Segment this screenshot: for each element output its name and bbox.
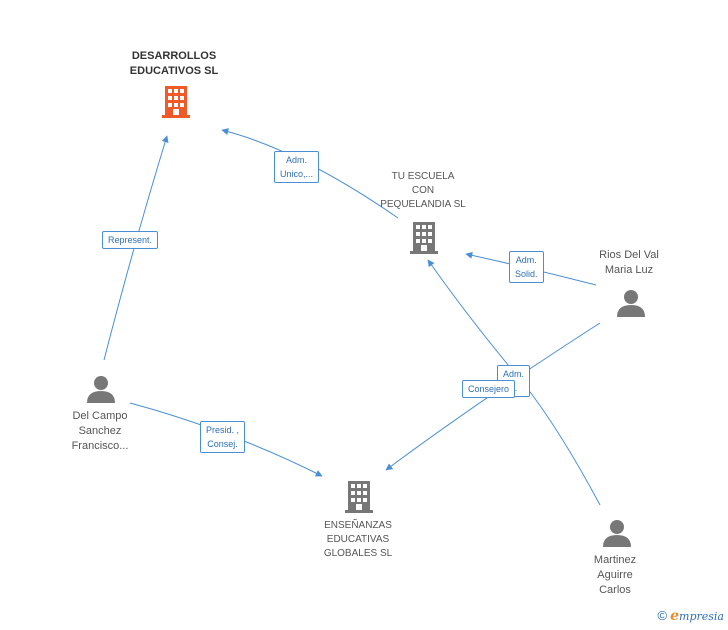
- company-name-tu-escuela[interactable]: TU ESCUELA CON PEQUELANDIA SL: [380, 171, 466, 210]
- person-name-martinez[interactable]: Martinez Aguirre Carlos: [593, 554, 637, 596]
- edge-label-adm-unico[interactable]: Adm. Unico,...: [274, 151, 320, 183]
- building-icon: [345, 481, 373, 513]
- brand-logo-text: mpresia: [679, 610, 724, 623]
- copyright-symbol: ©: [657, 608, 668, 623]
- edge-label-adm-solid[interactable]: Adm. Solid.: [509, 251, 544, 283]
- brand-logo-e: e: [670, 608, 680, 624]
- building-icon: [410, 222, 438, 254]
- person-icon: [617, 290, 645, 317]
- edge-label-consejero[interactable]: Consejero: [462, 380, 516, 398]
- person-name-rios[interactable]: Rios Del Val Maria Luz: [599, 249, 659, 276]
- edge-label-presid-consej[interactable]: Presid. , Consej.: [200, 421, 246, 453]
- company-name-desarrollos[interactable]: DESARROLLOS EDUCATIVOS SL: [129, 50, 219, 77]
- edge-martinez: [523, 383, 601, 506]
- company-name-ensenanzas[interactable]: ENSEÑANZAS EDUCATIVAS GLOBALES SL: [323, 520, 393, 559]
- person-icon: [87, 376, 115, 403]
- building-icon: [162, 86, 190, 118]
- edge-consejero: [385, 322, 601, 471]
- footer-brand: © empresia: [657, 608, 724, 624]
- brand-logo: empresia: [670, 608, 724, 624]
- edge-label-represent[interactable]: Represent.: [102, 231, 159, 249]
- person-icon: [603, 520, 631, 547]
- person-name-del-campo[interactable]: Del Campo Sanchez Francisco...: [71, 410, 129, 452]
